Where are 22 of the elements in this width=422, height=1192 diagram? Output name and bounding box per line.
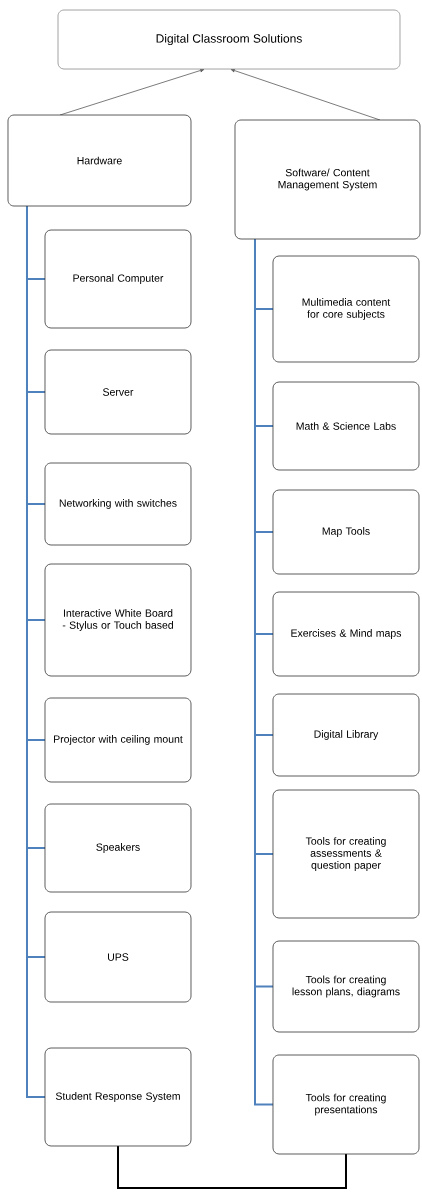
item-box: Exercises & Mind maps (272, 591, 420, 677)
item-box: Math & Science Labs (272, 381, 420, 471)
title-box: Digital Classroom Solutions (57, 9, 401, 70)
item-box: Interactive White Board - Stylus or Touch based (44, 563, 192, 677)
item-box: Multimedia content for core subjects (272, 255, 420, 363)
item-box: Server (44, 349, 192, 435)
item-box: Tools for creating lesson plans, diagrams (272, 940, 420, 1033)
item-box: Speakers (44, 803, 192, 893)
item-box: Projector with ceiling mount (44, 697, 192, 783)
item-box: Tools for creating assessments & question paper (272, 789, 420, 919)
category-box: Hardware (7, 114, 192, 207)
category-box: Software/ Content Management System (234, 119, 421, 240)
bracket-line (117, 1145, 347, 1189)
item-box: Networking with switches (44, 462, 192, 546)
item-box: Student Response System (44, 1047, 192, 1147)
connector-line (26, 205, 46, 1098)
item-box: Tools for creating presentations (272, 1054, 420, 1155)
arrow (230, 68, 381, 121)
item-box: Personal Computer (44, 229, 192, 329)
item-box: Digital Library (272, 693, 420, 777)
item-box: UPS (44, 911, 192, 1003)
item-box: Map Tools (272, 489, 420, 575)
